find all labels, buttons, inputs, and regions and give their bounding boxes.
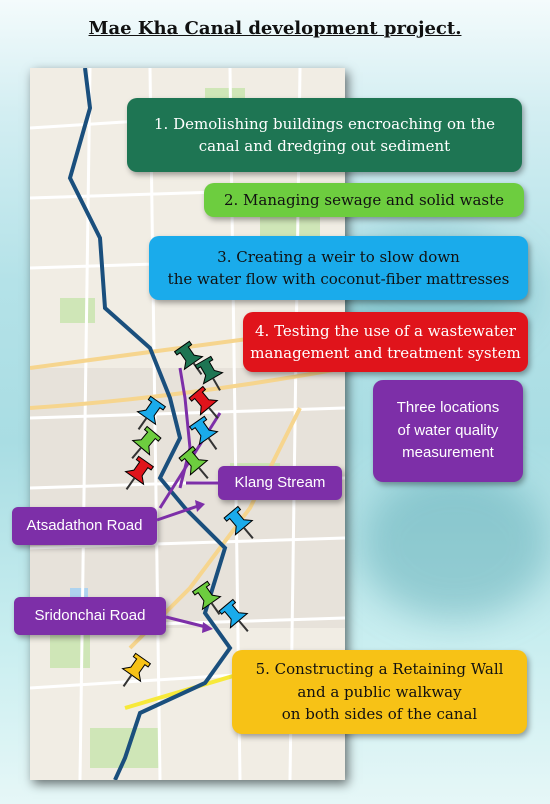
pushpin-icon [178,445,209,479]
pushpin-icon [218,598,249,632]
step-3-box: 3. Creating a weir to slow down the wate… [149,236,528,300]
pushpin-icon [136,395,167,430]
pushpin-icon [124,455,155,490]
background-blob [360,470,550,620]
sridonchai-road-text: Sridonchai Road [34,606,146,624]
atsadathon-road-text: Atsadathon Road [26,516,143,534]
klang-stream-label: Klang Stream [218,466,342,500]
atsadathon-road-label: Atsadathon Road [12,507,157,545]
pushpin-icon [131,425,162,459]
step-2-box: 2. Managing sewage and solid waste [204,183,524,217]
page-title: Mae Kha Canal development project. [88,18,462,39]
pushpin-icon [191,580,222,615]
water-quality-text: Three locations of water quality measure… [396,399,500,462]
step-5-box: 5. Constructing a Retaining Wall and a p… [232,650,527,734]
step-3-text: 3. Creating a weir to slow down the wate… [167,247,510,289]
pushpin-icon [188,415,219,450]
pushpin-icon [121,652,152,687]
step-4-text: 4. Testing the use of a wastewater manag… [250,321,521,363]
pins-layer [121,340,254,687]
klang-stream-text: Klang Stream [234,473,326,491]
pushpin-icon [194,355,224,391]
sridonchai-road-label: Sridonchai Road [14,597,166,635]
pushpin-icon [223,505,254,539]
step-2-text: 2. Managing sewage and solid waste [223,190,505,209]
step-5-text: 5. Constructing a Retaining Wall and a p… [255,660,504,724]
step-1-box: 1. Demolishing buildings encroaching on … [127,98,522,172]
step-4-box: 4. Testing the use of a wastewater manag… [243,312,528,372]
step-1-text: 1. Demolishing buildings encroaching on … [153,114,495,156]
water-quality-box: Three locations of water quality measure… [373,380,523,482]
mae-kha-canal [67,68,233,780]
pushpin-icon [188,385,219,419]
